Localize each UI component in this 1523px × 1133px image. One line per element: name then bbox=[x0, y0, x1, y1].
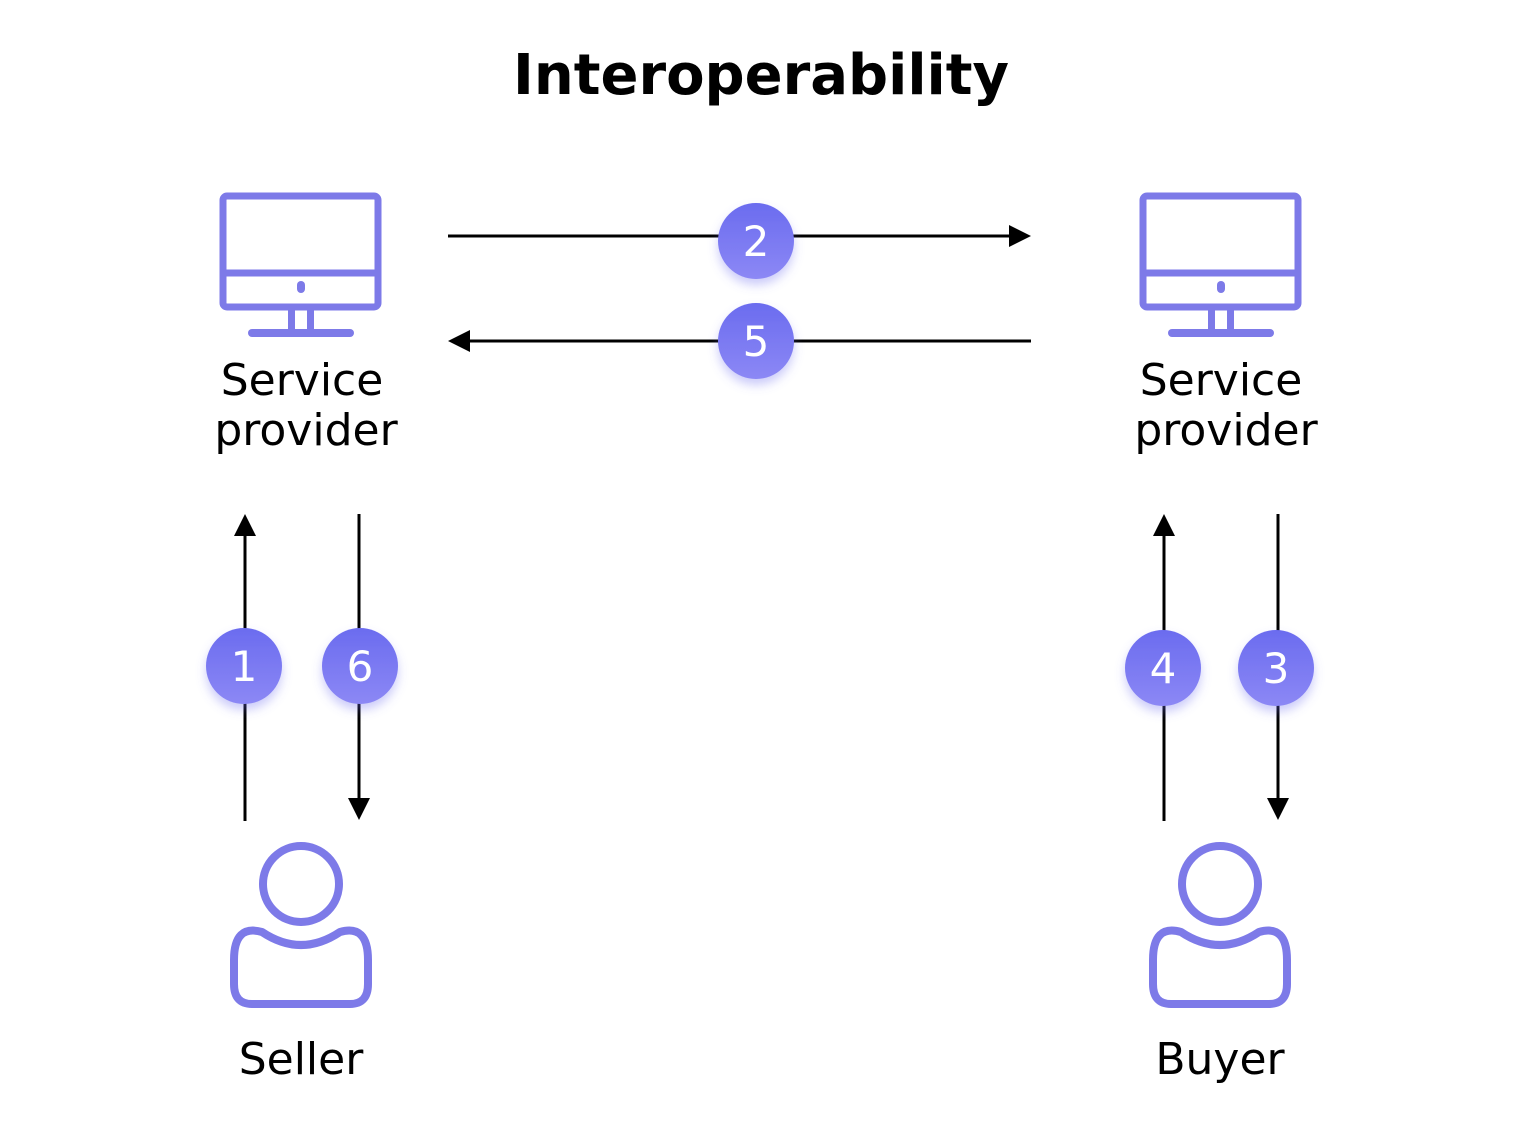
provider-left-label: Service provider bbox=[214, 355, 398, 456]
step-badge-5: 5 bbox=[718, 303, 794, 379]
step-badge-3: 3 bbox=[1238, 630, 1314, 706]
provider-left-label-line2: provider bbox=[214, 405, 398, 456]
monitor-icon bbox=[219, 192, 382, 337]
step-badge-4-number: 4 bbox=[1150, 644, 1177, 693]
diagram-title: Interoperability bbox=[513, 43, 1009, 108]
user-icon bbox=[1149, 842, 1291, 1008]
user-icon bbox=[230, 842, 372, 1008]
step-badge-6: 6 bbox=[322, 628, 398, 704]
seller-label: Seller bbox=[239, 1034, 365, 1085]
step-badge-1: 1 bbox=[206, 628, 282, 704]
step-badge-1-number: 1 bbox=[231, 642, 258, 691]
step-badge-2-number: 2 bbox=[743, 217, 770, 266]
monitor-icon bbox=[1139, 192, 1302, 337]
step-badge-5-number: 5 bbox=[743, 317, 770, 366]
provider-right-label: Service provider bbox=[1134, 355, 1318, 456]
provider-left-label-line1: Service bbox=[221, 355, 384, 406]
step-badge-2: 2 bbox=[718, 203, 794, 279]
step-badge-3-number: 3 bbox=[1263, 644, 1290, 693]
step-badge-4: 4 bbox=[1125, 630, 1201, 706]
provider-right-label-line1: Service bbox=[1140, 355, 1303, 406]
buyer-label: Buyer bbox=[1155, 1034, 1285, 1085]
step-badge-6-number: 6 bbox=[347, 642, 374, 691]
provider-right-label-line2: provider bbox=[1134, 405, 1318, 456]
